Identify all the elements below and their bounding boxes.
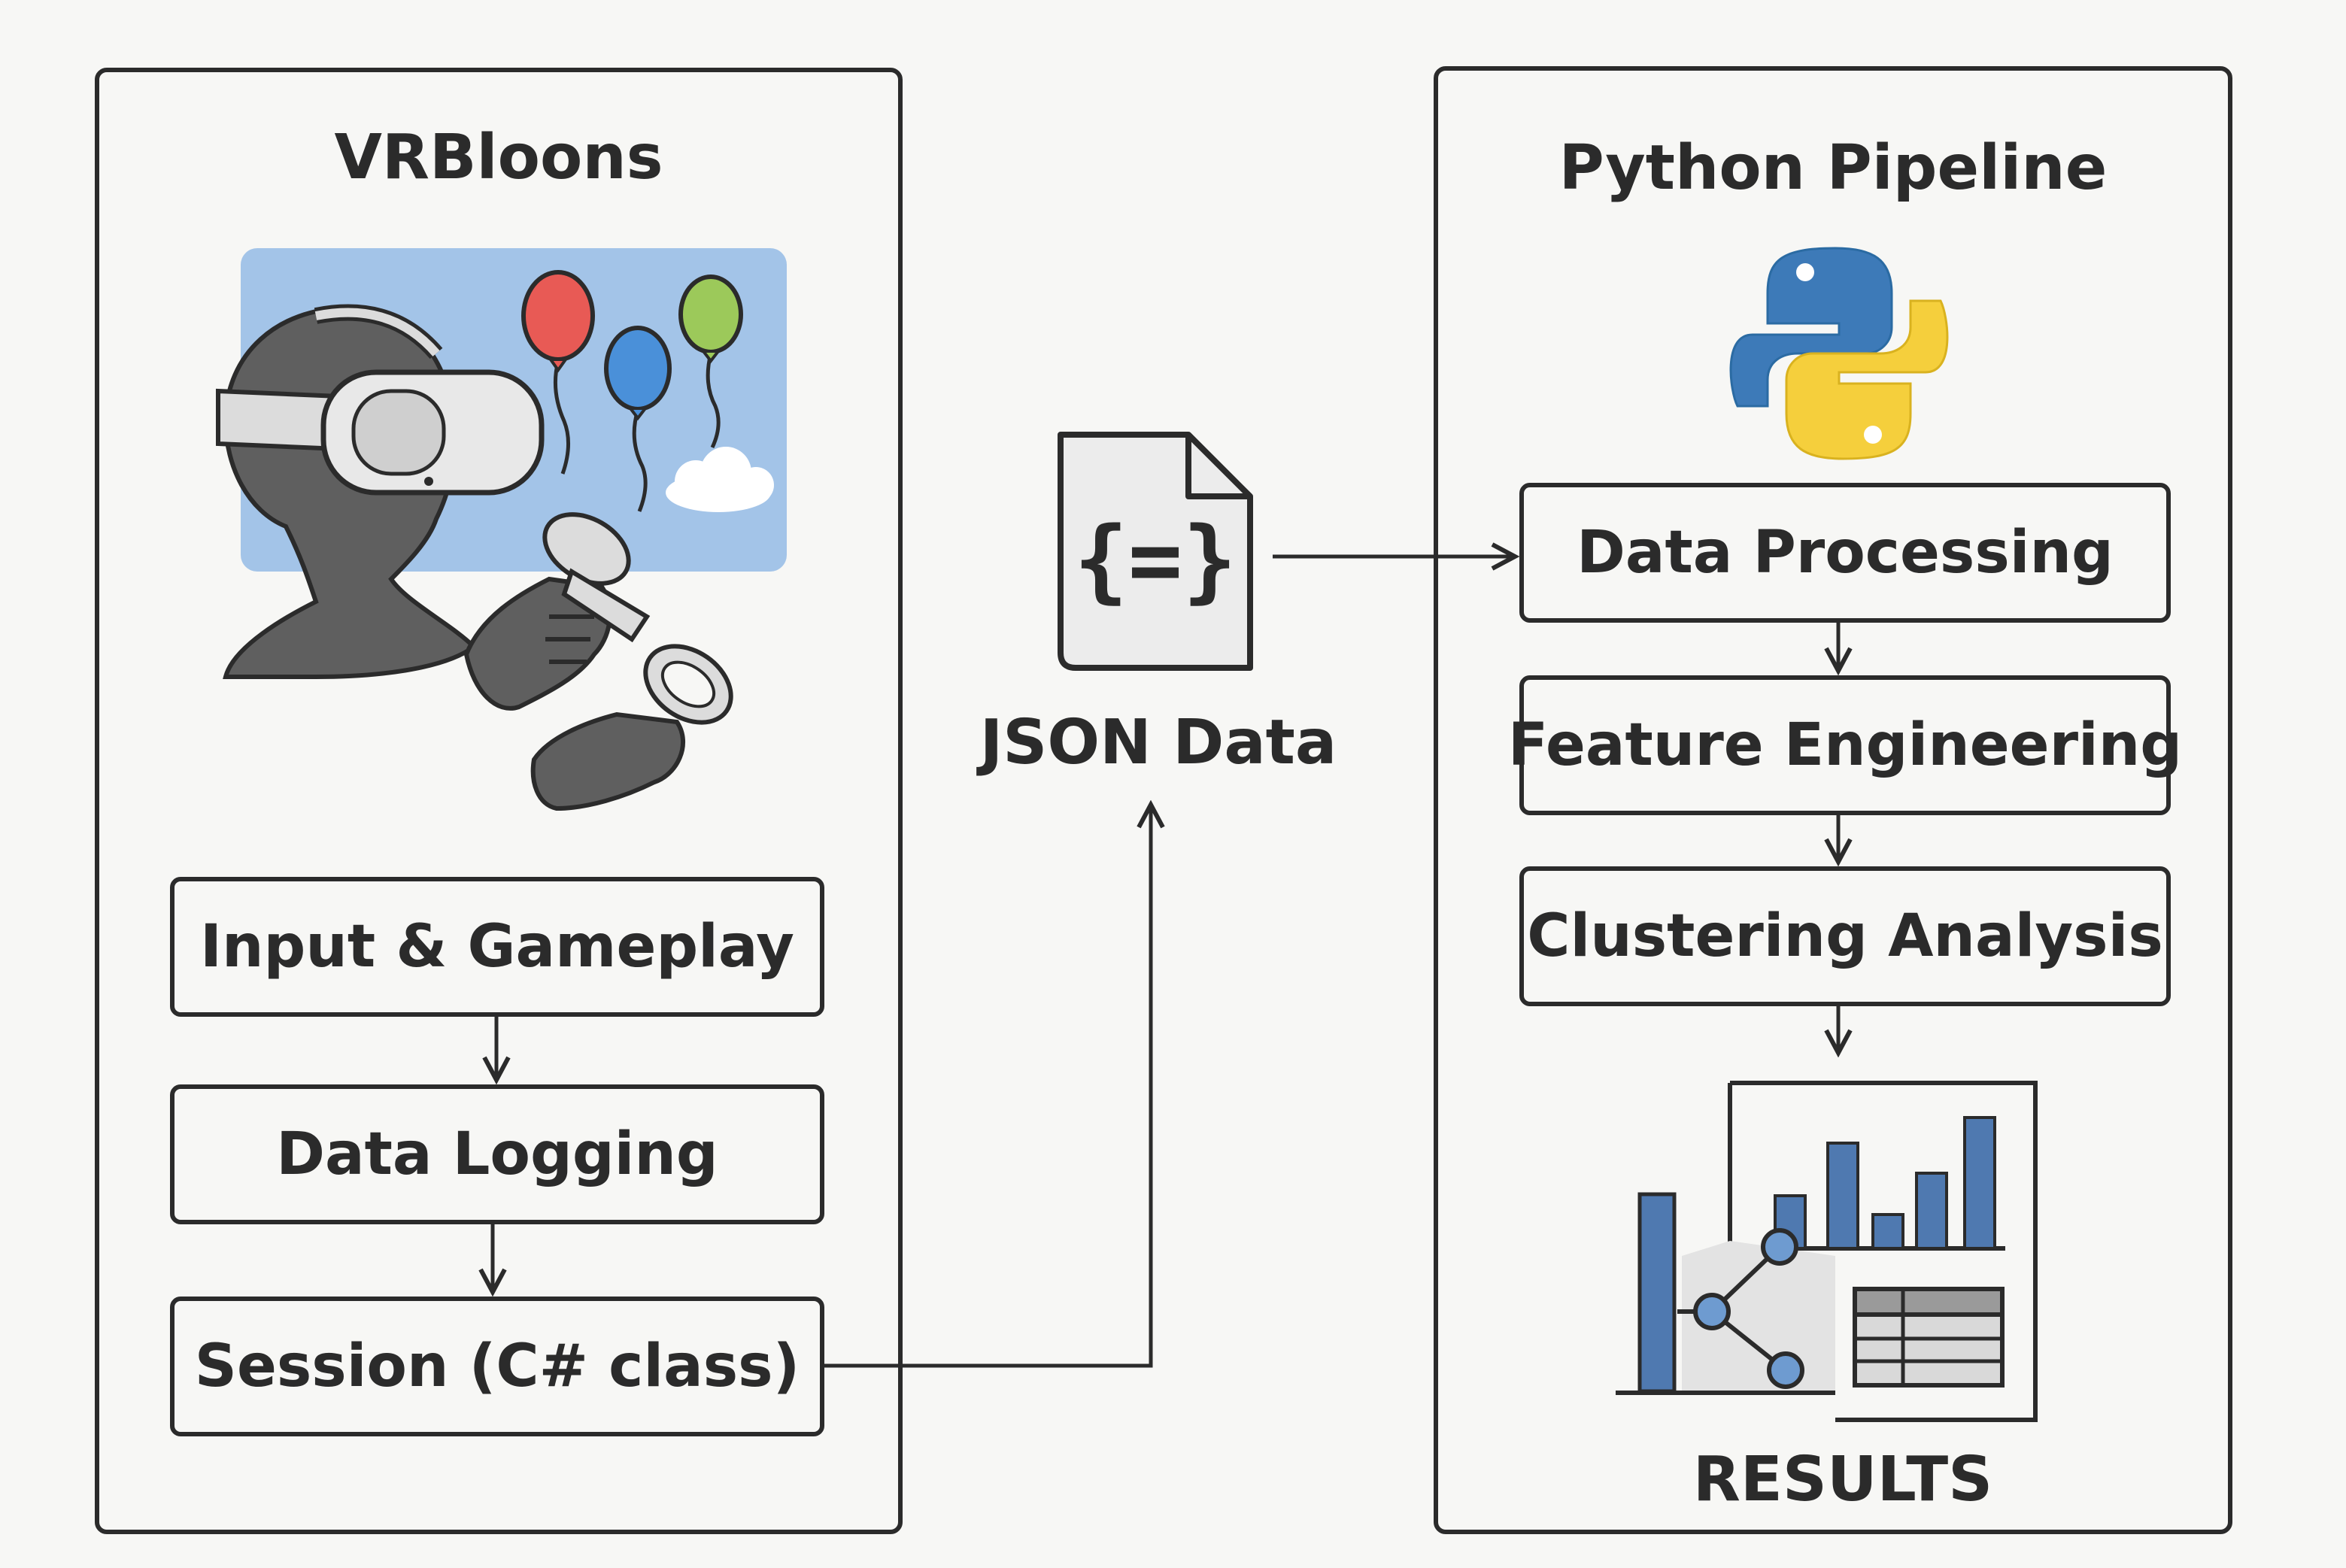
json-braces-glyph: {=}	[1074, 508, 1237, 613]
results-label: RESULTS	[1692, 1444, 1993, 1515]
python-pipeline-title: Python Pipeline	[1558, 132, 2108, 204]
data-processing-step: Data Processing	[1519, 483, 2171, 623]
json-data-label: JSON Data	[979, 707, 1337, 778]
session-class-step: Session (C# class)	[170, 1297, 824, 1436]
input-gameplay-step: Input & Gameplay	[170, 877, 824, 1017]
feature-engineering-step: Feature Engineering	[1508, 675, 2182, 815]
vrbloons-title: VRBloons	[334, 122, 663, 193]
data-logging-step: Data Logging	[170, 1084, 824, 1224]
clustering-analysis-step: Clustering Analysis	[1519, 866, 2171, 1006]
json-file-icon	[1058, 432, 1253, 671]
